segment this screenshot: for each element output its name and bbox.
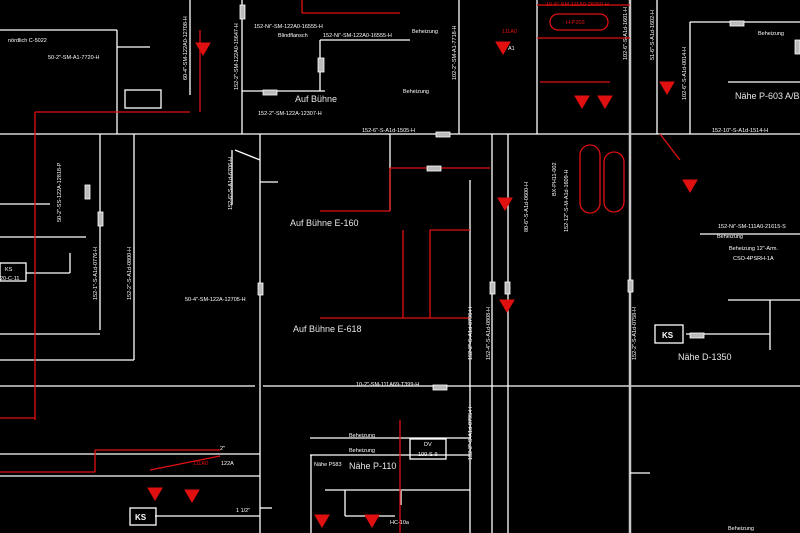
- label-beheizung: Beheizung: [728, 526, 754, 532]
- label-naehe-p603: Nähe P-603 A/B: [735, 91, 800, 101]
- label-auf-buehne-e160: Auf Bühne E-160: [290, 218, 359, 228]
- label-naehe-p110: Nähe P-110: [349, 461, 396, 471]
- label-beheizung: Beheizung: [717, 234, 743, 240]
- vlabel: 102-6"-S-A1d-1601-H: [623, 7, 629, 60]
- label-beheizung: Beheizung: [349, 433, 375, 439]
- vertical-line-labels: 60-4"-SM-122A0-12708-H 152-2"-SM-122A0-1…: [57, 7, 688, 460]
- label-line-7720: 50-2"-SM-A1-7720-H: [48, 55, 99, 61]
- label-size: 2": [220, 446, 225, 452]
- label-auf-buehne-e618: Auf Bühne E-618: [293, 324, 362, 334]
- label-ks: KS: [662, 331, 674, 340]
- vlabel: 60-4"-SM-122A0-12708-H: [183, 16, 189, 80]
- vlabel: 102-6"-S-A1d-0014-H: [682, 47, 688, 100]
- label-dv-tag: 100-S-9: [418, 452, 438, 458]
- label-line-12705: 50-4"-SM-122A-12705-H: [185, 297, 246, 303]
- vlabel: 51-6"-S-A1d-1602-H: [650, 10, 656, 60]
- label-hp203: H-P203: [566, 20, 585, 26]
- vlabel: 50-2"-SS-122A-12818-P: [57, 162, 63, 222]
- label-beheizung: Beheizung: [403, 89, 429, 95]
- label-auf-buehne: Auf Bühne: [295, 94, 337, 104]
- vlabel: 152-2"-SM-122A0-15647-H: [234, 23, 240, 90]
- label-beheizung: Beheizung: [349, 448, 375, 454]
- label-beheizung: Beheizung: [758, 31, 784, 37]
- vlabel: 152-2"-S-A1d-0795-H: [468, 407, 474, 460]
- label-line-25050: 10-6"-SM-111A0-25050-H: [546, 2, 609, 8]
- vlabel: 152-6"-S-A1d-6706-H: [228, 157, 234, 210]
- label-naehe-d1350: Nähe D-1350: [678, 352, 732, 362]
- heated-pipes: [0, 0, 681, 533]
- label-line-21615: 152-Ni"-SM-111A0-21615-S: [718, 224, 786, 230]
- label-noerdlich: nördlich C-5022: [8, 38, 47, 44]
- label-cso: CSO-4PSRH-1A: [733, 256, 774, 262]
- label-111a0: 111A0: [502, 29, 517, 35]
- label-line-16555b: 152-Ni"-SM-122A0-16555-H: [323, 33, 392, 39]
- label-a1: A1: [508, 46, 515, 52]
- label-ks: KS: [5, 267, 13, 273]
- vlabel: 152-2"-S-A1d-0800-H: [127, 247, 133, 300]
- label-111a0: 111A0: [193, 461, 208, 467]
- label-hc10a: HC-10a: [390, 520, 410, 526]
- label-bx: BX-PH11-002: [552, 162, 558, 196]
- label-beheizung-arm: Beheizung 12"-Arm.: [729, 246, 779, 252]
- vlabel: 152-1"-S-A1d-0776-H: [93, 247, 99, 300]
- label-line-1505: 152-6"-S-A1d-1505-H: [362, 128, 415, 134]
- label-blindflansch: Blindflansch: [278, 33, 308, 39]
- vlabel: 152-4"-S-A1d-0808-H: [486, 307, 492, 360]
- label-122a: 122A: [221, 461, 234, 467]
- vlabel: 102-2"-SM-A1-7718-H: [452, 25, 458, 80]
- instrument-symbols: [84, 4, 800, 528]
- label-ks: KS: [135, 513, 147, 522]
- label-line-t399: 10-2"-SM-111A69-T399-H: [356, 382, 419, 388]
- label-line-16555a: 152-Ni"-SM-122A0-16555-H: [254, 24, 323, 30]
- label-c11: 20-C-11: [0, 276, 19, 282]
- vlabel: 152-12"-S-M-A1d-1609-H: [564, 169, 570, 232]
- label-naehe-p583: Nähe P583: [314, 462, 342, 468]
- label-size: 1 1/2": [236, 508, 250, 514]
- label-line-1514: 152-10"-S-A1d-1514-H: [712, 128, 768, 134]
- vlabel: 152-2"-S-A1d-0758-H: [632, 307, 638, 360]
- label-dv: DV: [424, 442, 432, 448]
- vlabel: 80-6"-S-A1d-0600-H: [524, 182, 530, 232]
- vlabel: 152-2"-S-A1d-0796-H: [468, 307, 474, 360]
- label-beheizung: Beheizung: [412, 29, 438, 35]
- label-line-12307: 152-2"-SM-122A-12307-H: [258, 111, 322, 117]
